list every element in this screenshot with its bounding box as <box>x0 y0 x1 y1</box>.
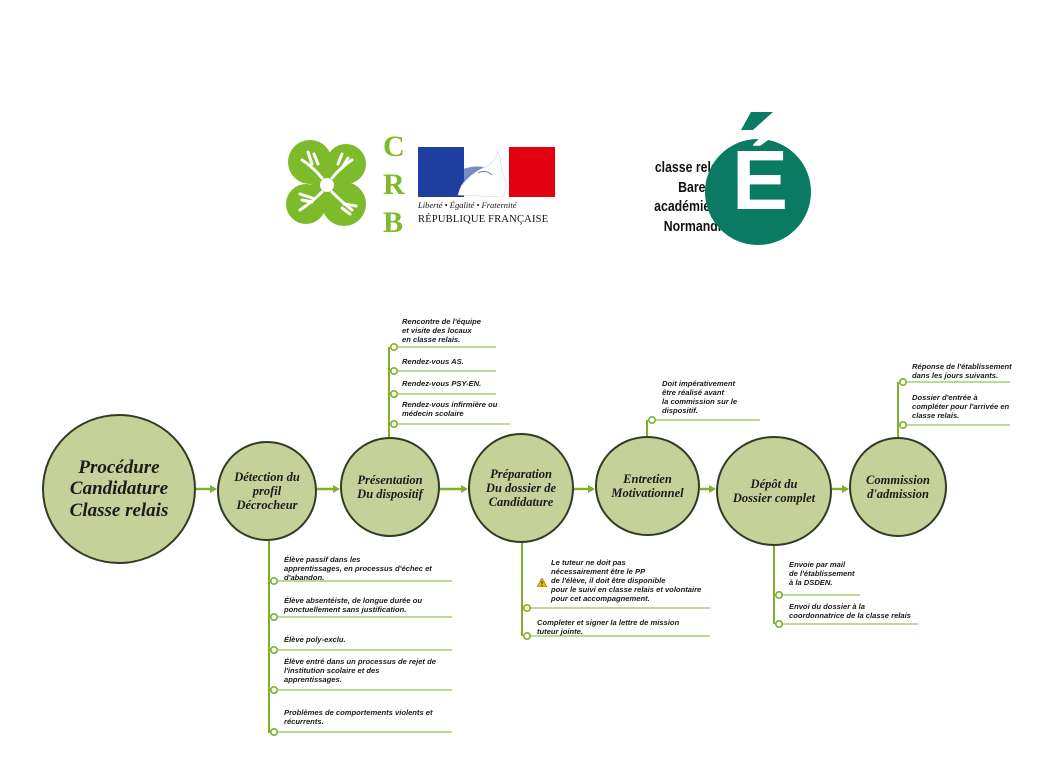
node-preparation-label: Préparation Du dossier de Candidature <box>485 467 557 509</box>
flow-arrowhead <box>588 485 595 493</box>
node-detection: Détection du profil Décrocheur <box>217 441 317 541</box>
flow-arrowhead <box>333 485 340 493</box>
preparation-item: Completer et signer la lettre de mission… <box>537 618 680 636</box>
flow-arrowhead <box>709 485 716 493</box>
branch-dot <box>269 612 278 621</box>
node-commission-label: Commission d'admission <box>866 473 930 501</box>
node-depot: Dépôt du Dossier complet <box>716 436 832 546</box>
depot-item: Envoie par mail de l'établissement à la … <box>789 560 855 587</box>
branch-dot <box>898 420 907 429</box>
node-procedure-label: Procédure Candidature Classe relais <box>69 457 169 521</box>
presentation-item: Rencontre de l'équipe et visite des loca… <box>402 317 482 344</box>
node-entretien-label: Entretien Motivationnel <box>611 472 684 500</box>
commission-item: Dossier d'entrée à compléter pour l'arri… <box>912 393 1010 420</box>
branch-dot <box>522 631 531 640</box>
depot-item: Envoi du dossier à la coordonnatrice de … <box>789 602 911 620</box>
branch-dot <box>389 389 398 398</box>
branch-dot <box>389 366 398 375</box>
detection-item: Élève absentéiste, de longue durée ou po… <box>284 596 422 614</box>
node-preparation: Préparation Du dossier de Candidature <box>468 433 574 543</box>
branch-dot <box>269 727 278 736</box>
branch-dot <box>774 590 783 599</box>
rf-name: RÉPUBLIQUE FRANÇAISE <box>418 214 549 225</box>
branch-dot <box>647 415 656 424</box>
detection-item: Élève passif dans les apprentissages, en… <box>284 555 432 582</box>
branch-dot <box>389 419 398 428</box>
crb-letter-c: C <box>383 130 405 163</box>
entretien-item: Doit impérativement être réalisé avant l… <box>662 379 738 415</box>
branch-dot <box>389 342 398 351</box>
branch-dot <box>269 576 278 585</box>
detection-item: Élève entré dans un processus de rejet d… <box>284 657 436 684</box>
clover-icon <box>286 140 366 226</box>
branch-dot <box>774 619 783 628</box>
preparation-item: Le tuteur ne doit pas nécessairement êtr… <box>551 558 702 603</box>
flow-arrowhead <box>210 485 217 493</box>
presentation-item: Rendez-vous infirmière ou médecin scolai… <box>402 400 498 418</box>
flow-arrowhead <box>461 485 468 493</box>
node-depot-label: Dépôt du Dossier complet <box>732 477 816 505</box>
republique-francaise-logo: Liberté • Égalité • Fraternité RÉPUBLIQU… <box>417 145 557 230</box>
branch-dot <box>522 603 531 612</box>
rf-motto: Liberté • Égalité • Fraternité <box>418 200 517 210</box>
crb-logo: C R B <box>272 128 412 243</box>
branch-dot <box>269 645 278 654</box>
detection-item: Élève poly-exclu. <box>284 635 346 644</box>
presentation-item: Rendez-vous PSY-EN. <box>402 379 482 388</box>
marianne-flag-icon <box>418 147 555 197</box>
node-presentation-label: Présentation Du dispositif <box>357 473 423 501</box>
node-procedure: Procédure Candidature Classe relais <box>42 414 196 564</box>
presentation-item: Rendez-vous AS. <box>402 357 464 366</box>
academie-letter: É <box>731 133 789 227</box>
node-commission: Commission d'admission <box>849 437 947 537</box>
node-presentation: Présentation Du dispositif <box>340 437 440 537</box>
branch-dot <box>269 685 278 694</box>
commission-item: Réponse de l'établissement dans les jour… <box>912 362 1012 380</box>
node-detection-label: Détection du profil Décrocheur <box>234 470 300 512</box>
detection-item: Problèmes de comportements violents et r… <box>284 708 433 726</box>
branch-dot <box>898 377 907 386</box>
warning-icon <box>537 578 547 587</box>
academie-e-icon <box>705 112 811 245</box>
crb-letter-b: B <box>383 206 404 239</box>
flow-arrowhead <box>842 485 849 493</box>
node-entretien: Entretien Motivationnel <box>595 436 700 536</box>
crb-letter-r: R <box>383 168 405 201</box>
academie-logo: É <box>693 108 823 253</box>
